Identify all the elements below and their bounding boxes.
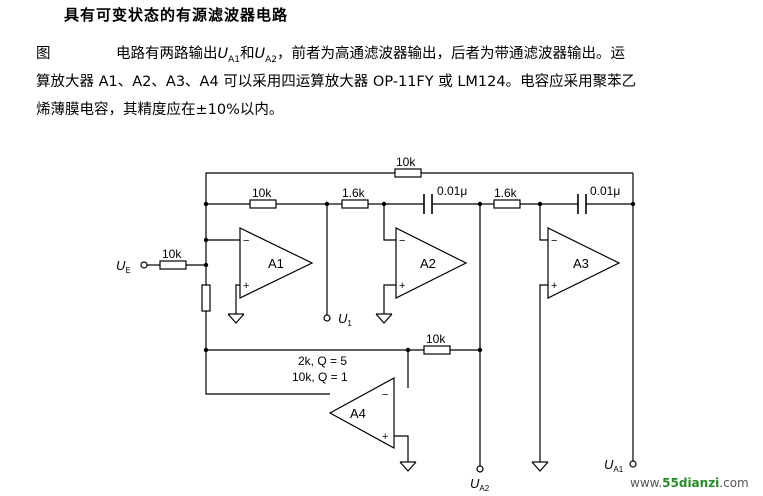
a3-minus: − [551,235,557,247]
out1-sub: 1 [347,319,352,328]
label-r-a4: 10k [426,332,446,346]
opamp-a2 [395,227,468,299]
opamp-a4 [328,376,395,450]
resistor-a2-input [341,199,369,209]
label-c-a2: 0.01μ [437,184,467,198]
symbol-u-a2: U [254,46,266,62]
label-r-a2in: 1.6k [342,186,366,200]
description-line-3: 烯薄膜电容，其精度应在±10%以内。 [36,102,284,118]
label-amp3: A3 [573,256,589,271]
out1-u: U [338,311,348,326]
resistor-a3-input [493,199,521,209]
outa1-u: U [604,457,614,472]
label-r-fb1: 10k [252,186,272,200]
label-amp2: A2 [420,256,436,271]
description-line-1: 图电路有两路输出UA1和UA2，前者为高通滤波器输出，后者为带通滤波器输出。运 [36,44,756,71]
a1-minus: − [243,235,249,247]
resistor-a1-feedback [249,199,277,209]
resistor-vertical [201,284,211,312]
desc-text-a: 电路有两路输出 [116,46,218,62]
label-a4-note2: 10k, Q = 1 [292,370,348,384]
outa2-u: U [470,476,480,491]
capacitors [423,194,587,214]
resistors [159,168,521,355]
description-line-2: 算放大器 A1、A2、A3、A4 可以采用四运算放大器 OP-11FY 或 LM… [36,74,637,90]
desc-he: 和 [240,46,255,62]
watermark-prefix: www. [630,476,663,490]
watermark-brand: 55dianzi [662,476,720,490]
terminal-ua2 [476,465,484,473]
label-c-a3: 0.01μ [590,184,620,198]
a3-plus: + [551,280,557,292]
resistor-top-10k [394,168,422,178]
op-amps [239,227,621,450]
a4-plus: + [382,431,388,443]
desc-text-b: ，前者为高通滤波器输出，后者为带通滤波器输出。运 [277,46,626,62]
watermark-suffix: .com [719,476,749,490]
terminal-u1 [323,314,331,322]
terminal-ua1 [629,460,637,468]
label-amp4: A4 [350,406,366,421]
opamp-a3 [547,227,621,299]
resistor-a4-10k [423,345,451,355]
grounds [227,313,549,472]
page-title: 具有可变状态的有源滤波器电路 [64,6,289,24]
input-sub: E [125,266,130,275]
label-r-in: 10k [162,247,182,261]
label-r-a3in: 1.6k [494,186,518,200]
input-label: UE [116,258,131,275]
symbol-u-a1: U [217,46,229,62]
ground-a1 [227,313,245,324]
label-r-top: 10k [396,155,416,169]
outa1-sub: A1 [613,465,623,474]
labels: 10k 10k 1.6k 0.01μ 1.6k 0.01μ 10k 10k 2k… [116,155,624,493]
symbol-a2-sub: A2 [265,54,278,65]
ground-a2 [375,313,393,324]
ground-a4 [399,461,417,472]
ground-a3 [531,461,549,472]
opamp-a1 [239,227,314,299]
label-a4-note1: 2k, Q = 5 [298,354,347,368]
resistor-input [159,260,187,270]
wires [147,172,636,466]
terminal-input [140,261,148,269]
label-amp1: A1 [268,256,284,271]
output-u1-label: U1 [338,311,352,328]
input-u: U [116,258,126,273]
watermark: www.55dianzi.com [630,476,749,490]
a1-plus: + [243,280,249,292]
a2-minus: − [399,235,405,247]
output-ua2-label: UA2 [470,476,490,493]
a4-minus: − [382,389,388,401]
outa2-sub: A2 [479,484,489,493]
figure-label: 图 [36,46,51,62]
terminals [140,261,637,473]
a2-plus: + [399,280,405,292]
output-ua1-label: UA1 [604,457,624,474]
symbol-a1-sub: A1 [228,54,241,65]
